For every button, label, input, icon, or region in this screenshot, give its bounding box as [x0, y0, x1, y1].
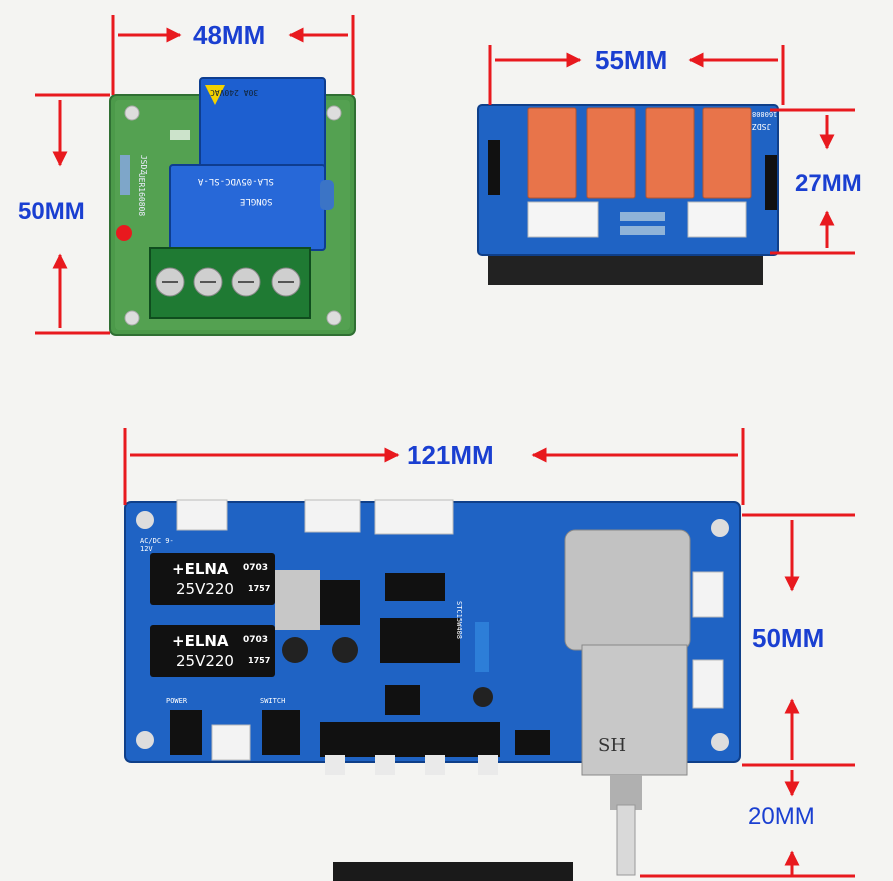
relay-height-label: 50MM	[18, 198, 85, 225]
main-board	[124, 499, 741, 876]
mcu-chip	[380, 618, 460, 663]
cap1-value: 25V220	[176, 580, 234, 598]
cap2-lot: 1757	[248, 656, 271, 665]
relay-top-text: 30A 240VAC	[210, 88, 259, 97]
relay4-height-label: 27MM	[795, 170, 862, 197]
cap1-brand: +ELNA	[172, 560, 229, 578]
main-width-label: 121MM	[407, 440, 494, 470]
power-label: POWER	[166, 697, 188, 705]
relay4-width-label: 55MM	[595, 45, 668, 75]
dimension-arrows	[35, 15, 855, 878]
relay4-code: 160808	[752, 110, 778, 118]
cap2-brand: +ELNA	[172, 632, 229, 650]
motor-label: SH	[598, 735, 627, 756]
main-height-label: 50MM	[752, 623, 825, 653]
capacitor-2	[150, 625, 275, 677]
cap1-lot: 1757	[248, 584, 271, 593]
relay-width-label: 48MM	[193, 20, 266, 50]
cap2-value: 25V220	[176, 652, 234, 670]
cap2-code: 0703	[243, 635, 269, 645]
relay-board	[109, 77, 356, 336]
relay-model-text: SLA-05VDC-SL-A	[198, 176, 274, 186]
capacitor-1	[150, 553, 275, 605]
switch-label: SWITCH	[260, 697, 286, 705]
relay-board-label: JSDZ	[139, 154, 149, 175]
relay-board-code: UER160808	[137, 172, 147, 217]
knob-height-label: 20MM	[748, 803, 815, 830]
motor	[564, 529, 691, 651]
cap1-code: 0703	[243, 563, 269, 573]
chip-label: STC15W408	[454, 601, 463, 639]
relay4-board	[477, 104, 779, 285]
relay4-label: JSDZ	[752, 122, 772, 131]
input-label: AC/DC 9-12V	[140, 537, 174, 553]
switch-button	[262, 710, 300, 755]
power-button	[170, 710, 202, 755]
bottom-bar	[333, 862, 573, 881]
relay-brand-text: SONGLE	[240, 196, 273, 206]
